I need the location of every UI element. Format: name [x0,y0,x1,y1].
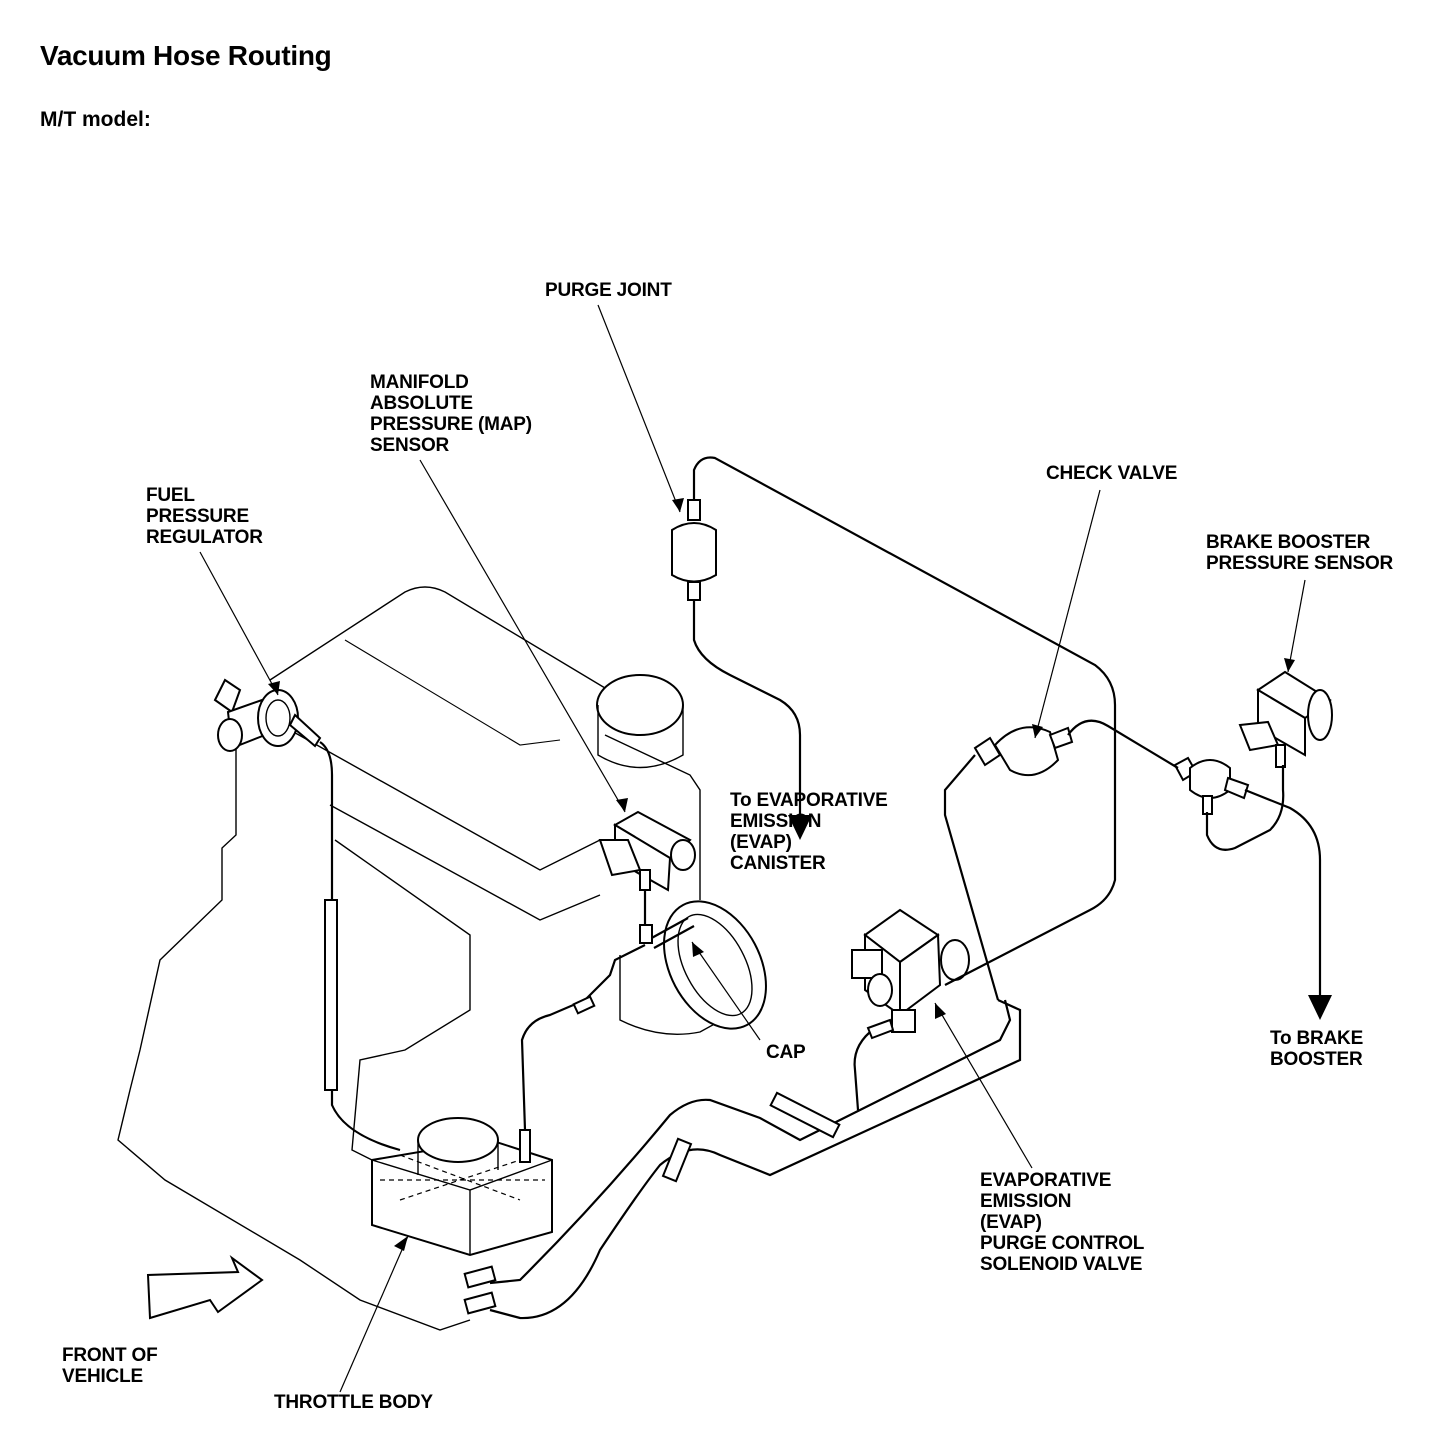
map-sensor-label: MANIFOLD ABSOLUTE PRESSURE (MAP) SENSOR [370,372,532,456]
brake-tee-fitting [1173,756,1250,815]
hose-end-arrows [788,815,1332,1020]
to-canister-arrow [788,815,812,840]
fuel-pressure-regulator-label: FUEL PRESSURE REGULATOR [146,485,263,548]
engine-outline [117,586,701,1331]
leader-lines [199,304,1306,1393]
brake-booster-pressure-sensor [1238,670,1333,768]
intake-duct-cap [619,900,767,1035]
to-brake-booster-label: To BRAKE BOOSTER [1270,1028,1364,1070]
front-arrow-icon [146,1255,264,1320]
cap-label: CAP [766,1042,806,1063]
throttle-body-label: THROTTLE BODY [274,1392,433,1413]
to-brake-booster-arrow [1308,995,1332,1020]
check-valve [973,726,1074,777]
map-sensor [598,810,696,892]
purge-joint [671,499,717,601]
front-of-vehicle-label: FRONT OF VEHICLE [62,1345,158,1387]
brake-booster-pressure-sensor-label: BRAKE BOOSTER PRESSURE SENSOR [1206,532,1394,574]
vacuum-hoses [319,456,1322,1320]
fuel-pressure-regulator [213,678,322,752]
reservoir-cap [596,674,684,769]
evap-purge-valve-label: EVAPORATIVE EMISSION (EVAP) PURGE CONTRO… [980,1170,1145,1275]
purge-joint-label: PURGE JOINT [545,280,672,301]
model-subtitle: M/T model: [40,108,151,131]
check-valve-label: CHECK VALVE [1046,463,1178,484]
to-evap-canister-label: To EVAPORATIVE EMISSION (EVAP) CANISTER [730,790,888,874]
page-title: Vacuum Hose Routing [40,40,332,71]
throttle-body [371,1117,553,1257]
evap-purge-solenoid [851,908,970,1040]
